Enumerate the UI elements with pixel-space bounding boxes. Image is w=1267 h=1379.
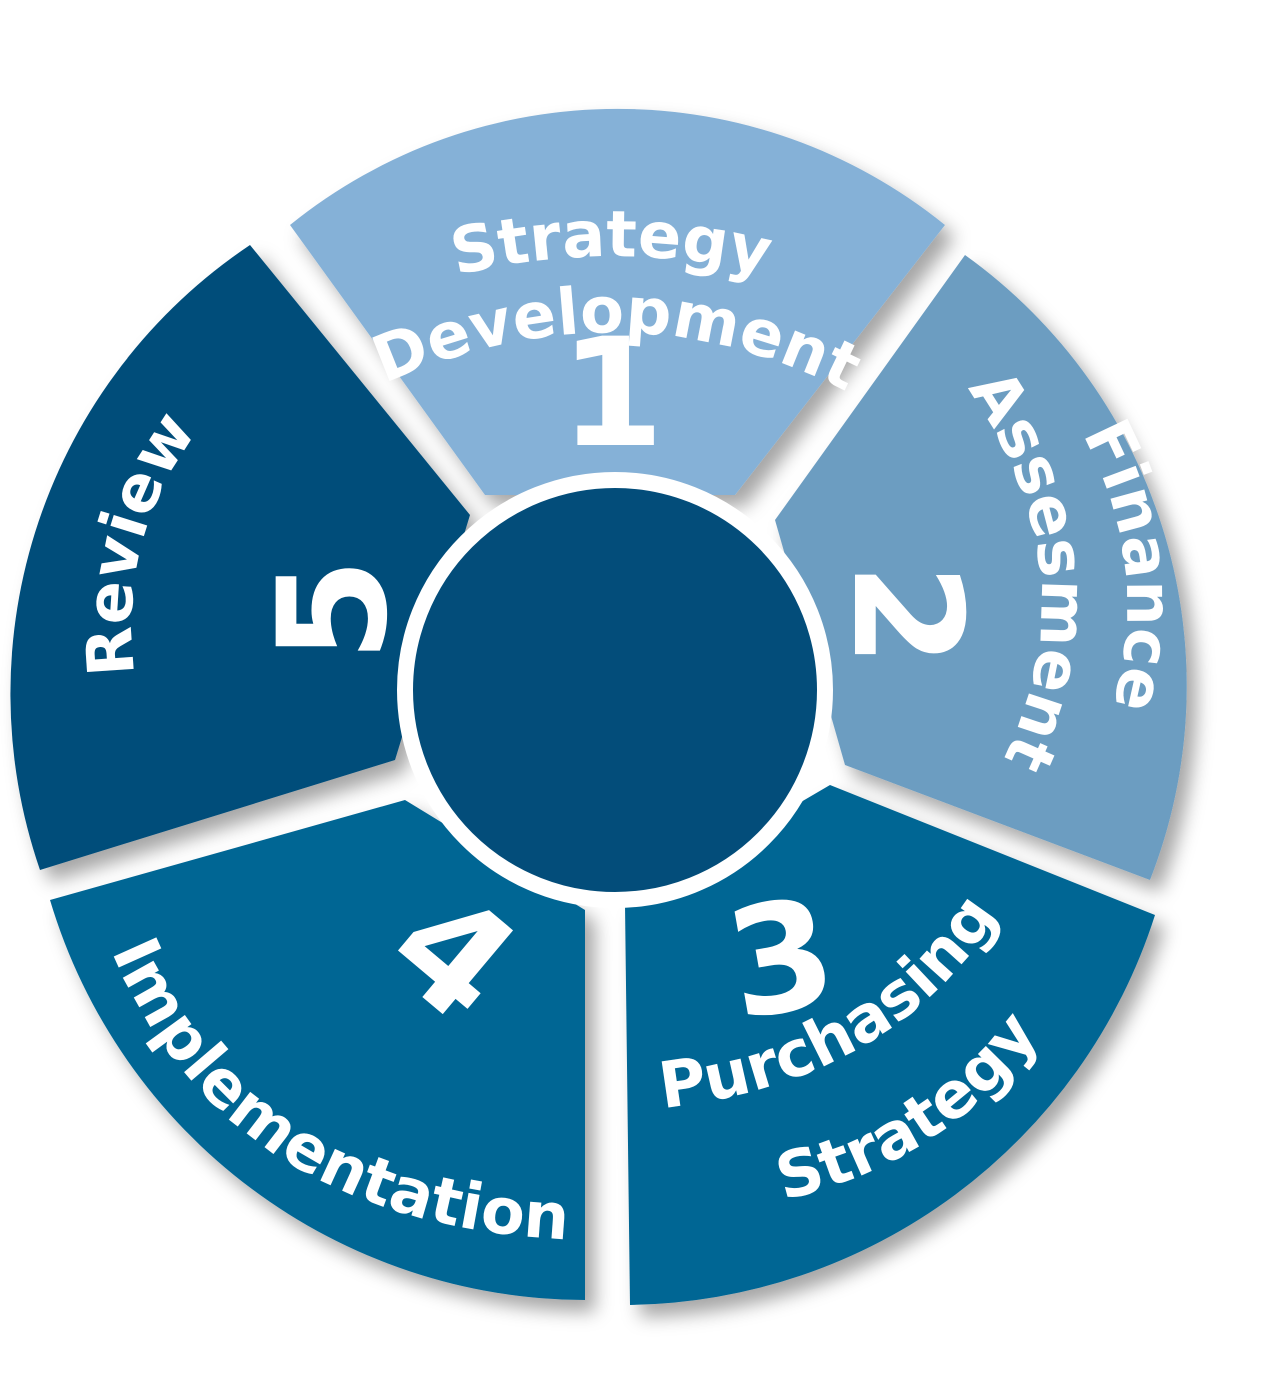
stage-1-segment <box>290 108 945 496</box>
segments-layer <box>10 108 1187 1305</box>
stage-3-segment <box>625 785 1155 1305</box>
stage-1-number: 1 <box>560 307 664 481</box>
stage-5-number: 5 <box>247 558 421 662</box>
stage-4-segment <box>50 800 585 1300</box>
stage-2-segment <box>775 255 1187 880</box>
stage-2-number: 2 <box>819 563 993 667</box>
stage-5-segment <box>10 245 471 870</box>
center-hub <box>397 472 833 908</box>
